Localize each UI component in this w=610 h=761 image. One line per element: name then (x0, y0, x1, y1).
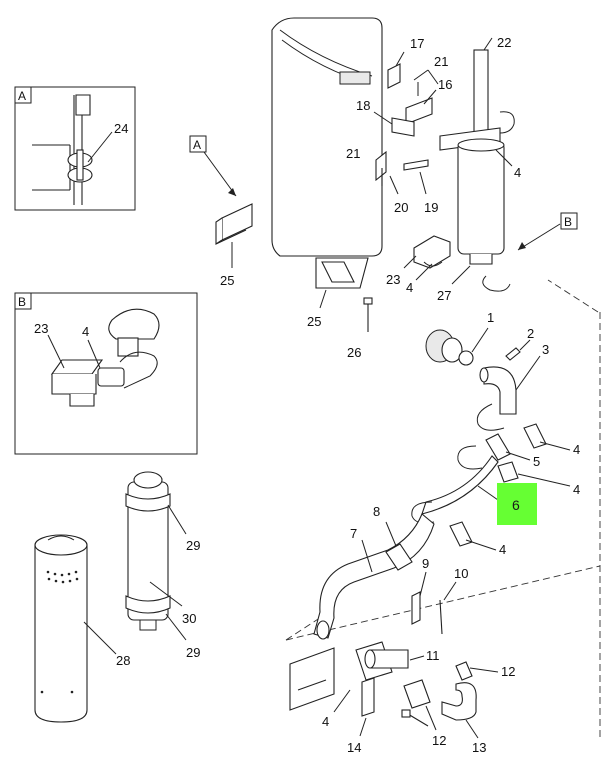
callout-7: 7 (350, 526, 357, 541)
callout-4-upper-clamp: 4 (573, 442, 580, 457)
callout-22: 22 (497, 35, 511, 50)
callout-25-b: 25 (307, 314, 321, 329)
callout-21-top: 21 (434, 54, 448, 69)
detail-view-a: A 24 (14, 86, 136, 211)
view-tag-a: A (18, 89, 26, 103)
callout-23-detail: 23 (34, 321, 48, 336)
callout-30: 30 (182, 611, 196, 626)
callout-12-upper: 12 (501, 664, 515, 679)
muffler-clamps: 29 30 29 (125, 471, 200, 660)
callout-19: 19 (424, 200, 438, 215)
callout-4-low-clamp: 4 (499, 542, 506, 557)
callout-23-muffler: 23 (386, 272, 400, 287)
callout-8: 8 (373, 504, 380, 519)
callout-16: 16 (438, 77, 452, 92)
detail-view-b: B 23 4 (14, 292, 198, 455)
callout-3: 3 (542, 342, 549, 357)
highlighted-callout-box[interactable] (497, 483, 537, 525)
callout-6-highlight[interactable]: 6 (512, 497, 520, 513)
callout-1: 1 (487, 310, 494, 325)
callout-4-rail: 4 (322, 714, 329, 729)
callout-4-bracket: 4 (406, 280, 413, 295)
callout-14: 14 (347, 740, 361, 755)
view-tag-b: B (18, 295, 26, 309)
callout-11: 11 (426, 648, 440, 663)
outlet-elbow: 1 2 3 (425, 310, 549, 431)
callout-4-muffler: 4 (514, 165, 521, 180)
callout-2: 2 (527, 326, 534, 341)
callout-24: 24 (114, 121, 128, 136)
view-tag-a-pointer: A (193, 138, 201, 152)
middle-pipe: 4 5 4 6 4 (411, 423, 580, 557)
callout-20: 20 (394, 200, 408, 215)
callout-27: 27 (437, 288, 451, 303)
frame-rail-tailpipe: 11 12 12 13 14 4 (289, 641, 515, 755)
callout-13: 13 (472, 740, 486, 755)
callout-28: 28 (116, 653, 130, 668)
callout-21-mid: 21 (346, 146, 360, 161)
callout-4-mid-clamp: 4 (573, 482, 580, 497)
tube-shield-28: 28 (34, 534, 130, 723)
callout-5: 5 (533, 454, 540, 469)
callout-26: 26 (347, 345, 361, 360)
callout-29-lower: 29 (186, 645, 200, 660)
callout-25-a: 25 (220, 273, 234, 288)
view-tag-b-pointer: B (564, 215, 572, 229)
callout-9: 9 (422, 556, 429, 571)
view-b-pointer: B (517, 212, 578, 251)
muffler-assembly: 22 4 27 23 4 (386, 35, 521, 303)
callout-12-lower: 12 (432, 733, 446, 748)
callout-17: 17 (410, 36, 424, 51)
callout-18: 18 (356, 98, 370, 113)
callout-29-upper: 29 (186, 538, 200, 553)
callout-10: 10 (454, 566, 468, 581)
callout-4-detail: 4 (82, 324, 89, 339)
lower-pipe: 8 7 9 10 (313, 504, 468, 640)
upper-brackets: 17 21 16 18 21 20 19 (346, 36, 452, 215)
view-a-pointer: A 25 (189, 135, 253, 288)
heat-shield-panel: 25 26 (271, 17, 383, 360)
